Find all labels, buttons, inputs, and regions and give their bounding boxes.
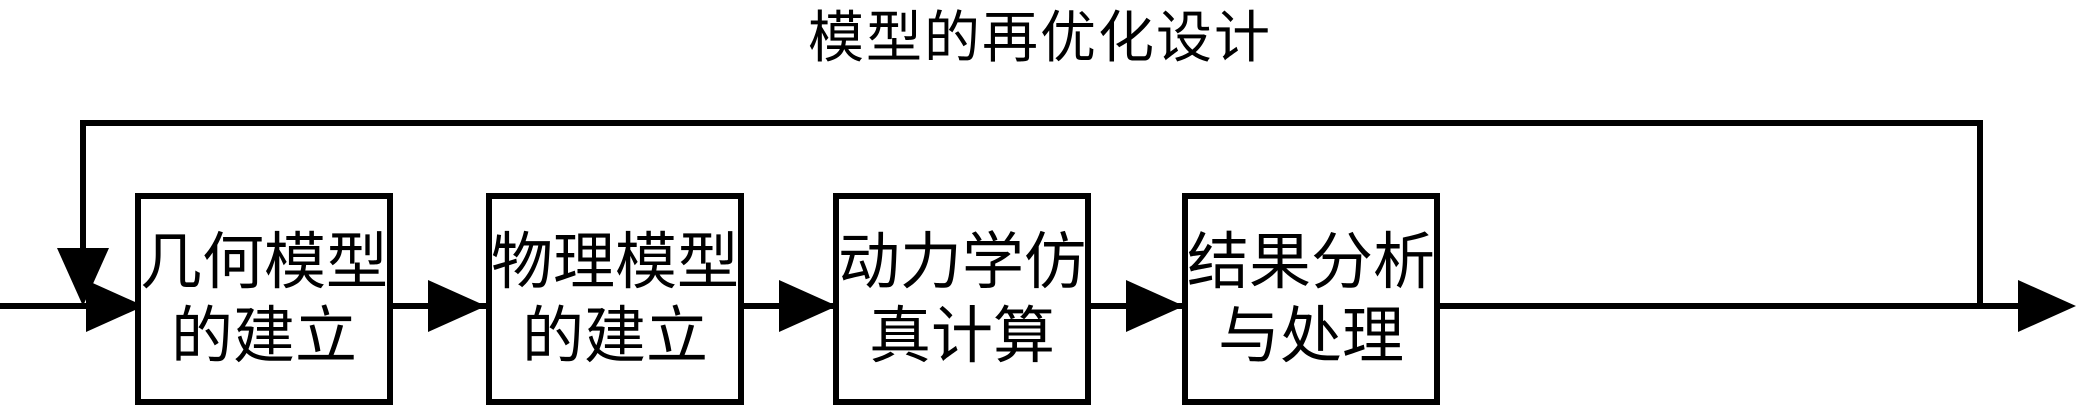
output-line: [1440, 303, 2020, 309]
feedback-loop-label: 模型的再优化设计: [808, 6, 1272, 71]
process-box-physical-model[interactable]: 物理模型 的建立: [486, 193, 744, 405]
process-box-result-analysis[interactable]: 结果分析 与处理: [1182, 193, 1440, 405]
box-physical-model-line1: 物理模型: [491, 225, 740, 298]
box-physical-model-line2: 的建立: [521, 299, 708, 372]
feedback-loop-left-descender: [80, 120, 86, 250]
box-result-analysis-line2: 与处理: [1217, 299, 1404, 372]
feedback-loop-top-line: [80, 120, 1983, 126]
arrowhead-box1-box2: [428, 280, 486, 332]
input-arrowhead: [86, 280, 144, 332]
input-line: [0, 303, 118, 309]
box-geometry-model-line2: 的建立: [170, 299, 357, 372]
box-dynamics-simulation-line1: 动力学仿: [838, 225, 1087, 298]
process-box-geometry-model[interactable]: 几何模型 的建立: [135, 193, 393, 405]
arrowhead-box3-box4: [1126, 280, 1184, 332]
box-dynamics-simulation-line2: 真计算: [868, 299, 1055, 372]
output-arrowhead: [2018, 280, 2076, 332]
process-box-dynamics-simulation[interactable]: 动力学仿 真计算: [833, 193, 1091, 405]
arrowhead-box2-box3: [779, 280, 837, 332]
box-result-analysis-line1: 结果分析: [1187, 225, 1436, 298]
feedback-loop-right-riser: [1977, 120, 1983, 306]
box-geometry-model-line1: 几何模型: [140, 225, 389, 298]
